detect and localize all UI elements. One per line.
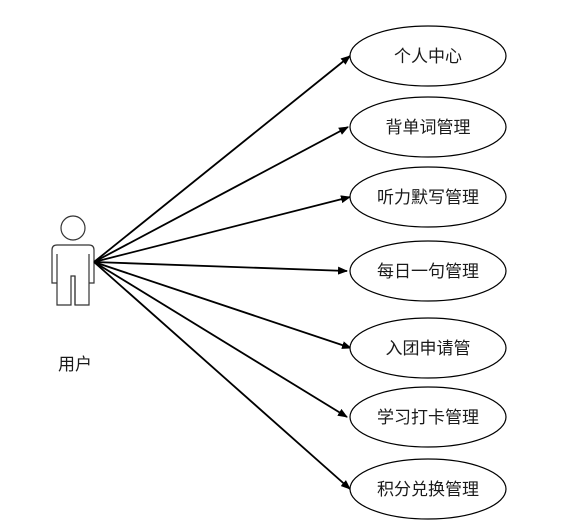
use-case-label-personal-center: 个人中心	[394, 47, 462, 67]
use-case-study-checkin	[349, 386, 507, 448]
use-case-group	[349, 25, 507, 520]
use-case-daily-sentence	[349, 240, 507, 302]
use-case-label-daily-sentence: 每日一句管理	[377, 262, 479, 282]
arrow-to-vocabulary	[93, 126, 349, 263]
association-arrows	[93, 55, 352, 490]
use-case-label-vocabulary: 背单词管理	[386, 118, 471, 138]
arrow-to-study-checkin	[93, 261, 348, 418]
use-case-label-points-exchange: 积分兑换管理	[377, 480, 479, 500]
arrow-to-personal-center	[93, 55, 351, 263]
actor-label: 用户	[58, 355, 92, 375]
use-case-labels: 个人中心 背单词管理 听力默写管理 每日一句管理 入团申请管 学习打卡管理 积分…	[377, 47, 479, 500]
use-case-label-study-checkin: 学习打卡管理	[377, 408, 479, 428]
use-case-points-exchange	[349, 458, 507, 520]
use-case-label-group-application: 入团申请管	[386, 339, 471, 359]
use-case-label-dictation: 听力默写管理	[377, 188, 479, 208]
arrow-to-group-application	[93, 261, 352, 349]
arrow-to-points-exchange	[93, 261, 351, 490]
arrow-to-daily-sentence	[93, 261, 348, 275]
arrow-to-dictation	[93, 195, 351, 263]
use-case-dictation	[349, 166, 507, 228]
use-case-group-application	[349, 317, 507, 379]
actor-figure-icon	[51, 215, 95, 306]
use-case-personal-center	[349, 25, 507, 87]
use-case-vocabulary	[349, 96, 507, 158]
